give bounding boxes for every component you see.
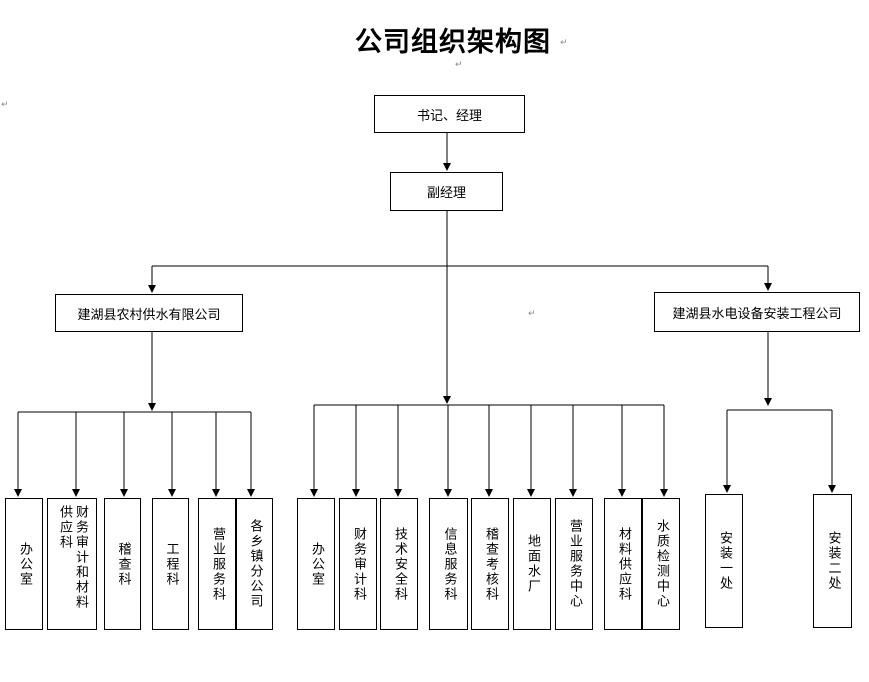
dept-label: 水质检测中心: [654, 519, 669, 609]
node-label: 副经理: [426, 186, 466, 201]
dept-installation-2: 安装二处: [813, 494, 852, 628]
dept-inspection-assessment: 稽查考核科: [471, 498, 509, 630]
node-label: 书记、经理: [416, 108, 482, 124]
dept-label: 财务审计和材料供应科: [57, 505, 88, 610]
dept-surface-water-plant: 地面水厂: [513, 498, 551, 630]
paragraph-mark: ↵: [528, 309, 536, 319]
dept-label: 稽查科: [115, 541, 131, 587]
dept-label: 安装二处: [825, 531, 841, 591]
dept-label: 财务审计科: [351, 526, 366, 602]
node-company-water-supply: 建湖县农村供水有限公司: [55, 294, 243, 332]
dept-label: 技术安全科: [392, 526, 407, 602]
dept-installation-1: 安装一处: [705, 494, 743, 628]
paragraph-mark: ↵: [560, 38, 568, 48]
dept-label: 办公室: [309, 541, 324, 587]
dept-label: 安装一处: [717, 531, 732, 591]
dept-label: 稽查考核科: [483, 526, 498, 602]
dept-water-quality-testing: 水质检测中心: [642, 498, 680, 630]
dept-a-engineering: 工程科: [152, 498, 189, 630]
paragraph-mark: ↵: [1, 100, 9, 110]
dept-a-finance-audit-materials: 财务审计和材料供应科: [47, 498, 97, 630]
dept-information-service: 信息服务科: [429, 498, 468, 630]
node-label: 建湖县农村供水有限公司: [77, 307, 221, 323]
dept-materials-supply: 材料供应科: [604, 498, 642, 630]
chart-title: 公司组织架构图: [355, 27, 551, 58]
node-secretary-manager: 书记、经理: [374, 95, 525, 133]
dept-a-township-branches: 各乡镇分公司: [236, 498, 273, 630]
dept-finance-audit: 财务审计科: [339, 498, 377, 630]
dept-label: 各乡镇分公司: [247, 519, 263, 609]
dept-business-service-center: 营业服务中心: [555, 498, 593, 630]
dept-label: 工程科: [163, 541, 179, 587]
dept-a-business-service: 营业服务科: [198, 498, 236, 630]
dept-label: 材料供应科: [616, 526, 631, 602]
node-deputy-manager: 副经理: [390, 172, 503, 211]
dept-technical-safety: 技术安全科: [380, 498, 418, 630]
dept-label: 地面水厂: [525, 534, 540, 594]
dept-a-office: 办公室: [5, 498, 43, 630]
node-company-installation: 建湖县水电设备安装工程公司: [654, 292, 860, 332]
dept-label: 营业服务中心: [567, 519, 582, 609]
dept-label: 办公室: [17, 541, 32, 587]
node-label: 建湖县水电设备安装工程公司: [672, 306, 842, 322]
dept-label: 信息服务科: [441, 526, 457, 602]
dept-label: 营业服务科: [210, 526, 225, 602]
dept-a-inspection: 稽查科: [104, 498, 141, 630]
dept-office: 办公室: [297, 498, 335, 630]
paragraph-mark: ↵: [455, 60, 463, 70]
